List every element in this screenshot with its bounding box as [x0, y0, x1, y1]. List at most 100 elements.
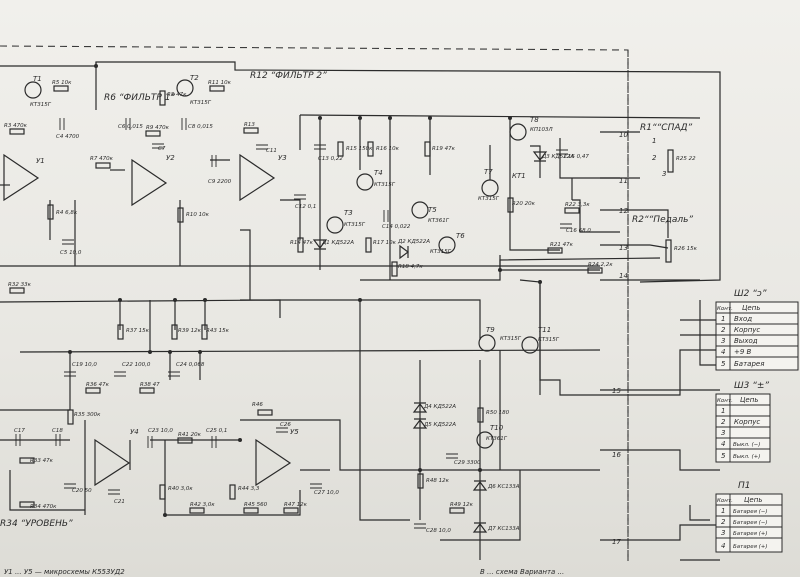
svg-text:Т9: Т9	[486, 326, 495, 334]
svg-text:КТ315Г: КТ315Г	[190, 100, 212, 106]
svg-text:Выкл. (−): Выкл. (−)	[733, 442, 760, 448]
connector-p1-title: П1	[738, 481, 751, 491]
svg-text:4: 4	[721, 348, 725, 356]
transistor-t6: Т6 КТ315Г	[430, 232, 465, 255]
svg-text:3: 3	[662, 170, 666, 178]
svg-text:R15 150к: R15 150к	[346, 146, 373, 152]
svg-text:R41 20к: R41 20к	[178, 432, 202, 438]
svg-text:КТ315Г: КТ315Г	[374, 182, 396, 188]
svg-text:R5 10к: R5 10к	[52, 80, 72, 86]
svg-text:Выкл. (+): Выкл. (+)	[733, 454, 760, 460]
svg-text:Цепь: Цепь	[742, 304, 760, 312]
svg-text:R46: R46	[252, 402, 263, 408]
opamp-u5: У5	[255, 428, 299, 487]
svg-text:R44 3,3: R44 3,3	[238, 486, 260, 492]
svg-text:1: 1	[721, 507, 725, 515]
svg-text:R25 22: R25 22	[676, 156, 696, 162]
svg-text:C24 0,068: C24 0,068	[176, 362, 205, 368]
svg-text:1: 1	[721, 315, 725, 323]
footer-note-left: У1 ... У5 — микросхемы К553УД2	[4, 568, 125, 576]
svg-text:C29 3300: C29 3300	[454, 460, 481, 466]
svg-text:Т5: Т5	[428, 206, 437, 214]
svg-text:R8 47к: R8 47к	[167, 92, 187, 98]
svg-text:Вход: Вход	[734, 315, 752, 323]
svg-text:R35 300к: R35 300к	[74, 412, 101, 418]
svg-text:R10 10к: R10 10к	[186, 212, 210, 218]
svg-text:C6 0,015: C6 0,015	[118, 124, 143, 130]
svg-text:Т10: Т10	[490, 424, 504, 432]
svg-text:C15 0,47: C15 0,47	[564, 154, 589, 160]
svg-text:Батарея (−): Батарея (−)	[733, 509, 768, 515]
svg-text:Батарея (+): Батарея (+)	[733, 531, 768, 537]
svg-text:16: 16	[612, 451, 621, 459]
svg-text:Батарея (−): Батарея (−)	[733, 520, 768, 526]
svg-text:Д5 КД522А: Д5 КД522А	[423, 422, 456, 428]
svg-text:Т1: Т1	[33, 75, 42, 83]
capacitors: C4 4700 C5 10,0 C6 0,015 C7 C8 0,015 C9 …	[14, 118, 591, 534]
svg-text:КТ361Г: КТ361Г	[486, 436, 508, 442]
node-numbers: 10 11 12 13 14 15 16 17 1 2 3	[612, 131, 666, 546]
svg-text:Корпус: Корпус	[734, 418, 760, 426]
label-r34-level: R34 “УРОВЕНЬ”	[0, 519, 73, 529]
svg-text:Д1 КД522А: Д1 КД522А	[321, 240, 354, 246]
svg-text:R17 10к: R17 10к	[373, 240, 397, 246]
svg-text:R36 47к: R36 47к	[86, 382, 110, 388]
connector-p1-table: П1 Конт. Цепь 1 Батарея (−) 2 Батарея (−…	[715, 481, 783, 553]
svg-text:КТ361Г: КТ361Г	[428, 218, 450, 224]
svg-text:2: 2	[721, 518, 726, 526]
label-r1-spad: R1““СПАД”	[640, 123, 693, 133]
junctions	[68, 64, 542, 517]
svg-text:R13: R13	[244, 122, 255, 128]
connector-sh3-table: Ш3 “±” Конт. Цепь 1 2 Корпус 3 4 Выкл. (…	[715, 381, 771, 463]
svg-text:КП103Л: КП103Л	[530, 127, 553, 133]
svg-text:R11 10к: R11 10к	[208, 80, 232, 86]
footer: У1 ... У5 — микросхемы К553УД2 В ... схе…	[4, 568, 564, 576]
svg-text:C4 4700: C4 4700	[56, 134, 80, 140]
svg-text:12: 12	[619, 207, 628, 215]
diodes: Д1 КД522А Д2 КД522А Д3 КД522А Д4 КД522А …	[312, 151, 574, 533]
svg-text:R47 12к: R47 12к	[284, 502, 308, 508]
svg-text:Батарея (+): Батарея (+)	[733, 544, 768, 550]
svg-text:C7: C7	[158, 146, 166, 152]
transistor-t4: Т4 КТ315Г	[356, 169, 396, 191]
svg-text:Цепь: Цепь	[744, 496, 762, 504]
svg-text:R24 2,2к: R24 2,2к	[588, 262, 613, 268]
svg-text:КТ315Г: КТ315Г	[500, 336, 522, 342]
svg-text:4: 4	[721, 440, 725, 448]
svg-text:15: 15	[612, 387, 621, 395]
svg-text:У2: У2	[166, 154, 175, 162]
transistor-t5: Т5 КТ361Г	[411, 201, 450, 224]
svg-text:2: 2	[652, 154, 657, 162]
svg-text:C17: C17	[14, 428, 25, 434]
svg-text:Т11: Т11	[538, 326, 551, 334]
svg-text:C25 0,1: C25 0,1	[206, 428, 227, 434]
svg-text:У5: У5	[290, 428, 299, 436]
svg-text:Корпус: Корпус	[734, 326, 760, 334]
svg-text:КТ315Г: КТ315Г	[538, 337, 560, 343]
svg-text:R16 10к: R16 10к	[376, 146, 400, 152]
svg-text:2: 2	[721, 326, 726, 334]
svg-text:C13 0,22: C13 0,22	[318, 156, 343, 162]
svg-text:R9 470к: R9 470к	[146, 125, 170, 131]
svg-text:10: 10	[619, 131, 628, 139]
svg-text:R39 12к: R39 12к	[178, 328, 202, 334]
svg-text:R18 4,7к: R18 4,7к	[398, 264, 423, 270]
transistor-t7: Т7 КТ315Г	[478, 168, 500, 202]
svg-text:Конт.: Конт.	[717, 398, 733, 404]
svg-text:11: 11	[619, 177, 628, 185]
svg-text:5: 5	[721, 452, 726, 460]
svg-text:R22 3,3к: R22 3,3к	[565, 202, 590, 208]
svg-text:C20 50: C20 50	[72, 488, 92, 494]
svg-text:Д2 КД522А: Д2 КД522А	[397, 239, 430, 245]
svg-text:R42 3,0к: R42 3,0к	[190, 502, 215, 508]
svg-text:Д4 КД522А: Д4 КД522А	[423, 404, 456, 410]
svg-text:Т8: Т8	[530, 116, 539, 124]
opamp-u4: У4	[94, 428, 139, 487]
svg-text:R45 560: R45 560	[244, 502, 268, 508]
svg-text:C19 10,0: C19 10,0	[72, 362, 97, 368]
svg-text:R7 470к: R7 470к	[90, 156, 114, 162]
svg-text:2: 2	[721, 418, 726, 426]
svg-text:3: 3	[721, 337, 725, 345]
transistor-t3: Т3 КТ315Г	[326, 209, 366, 234]
svg-text:C12 0,1: C12 0,1	[295, 204, 316, 210]
